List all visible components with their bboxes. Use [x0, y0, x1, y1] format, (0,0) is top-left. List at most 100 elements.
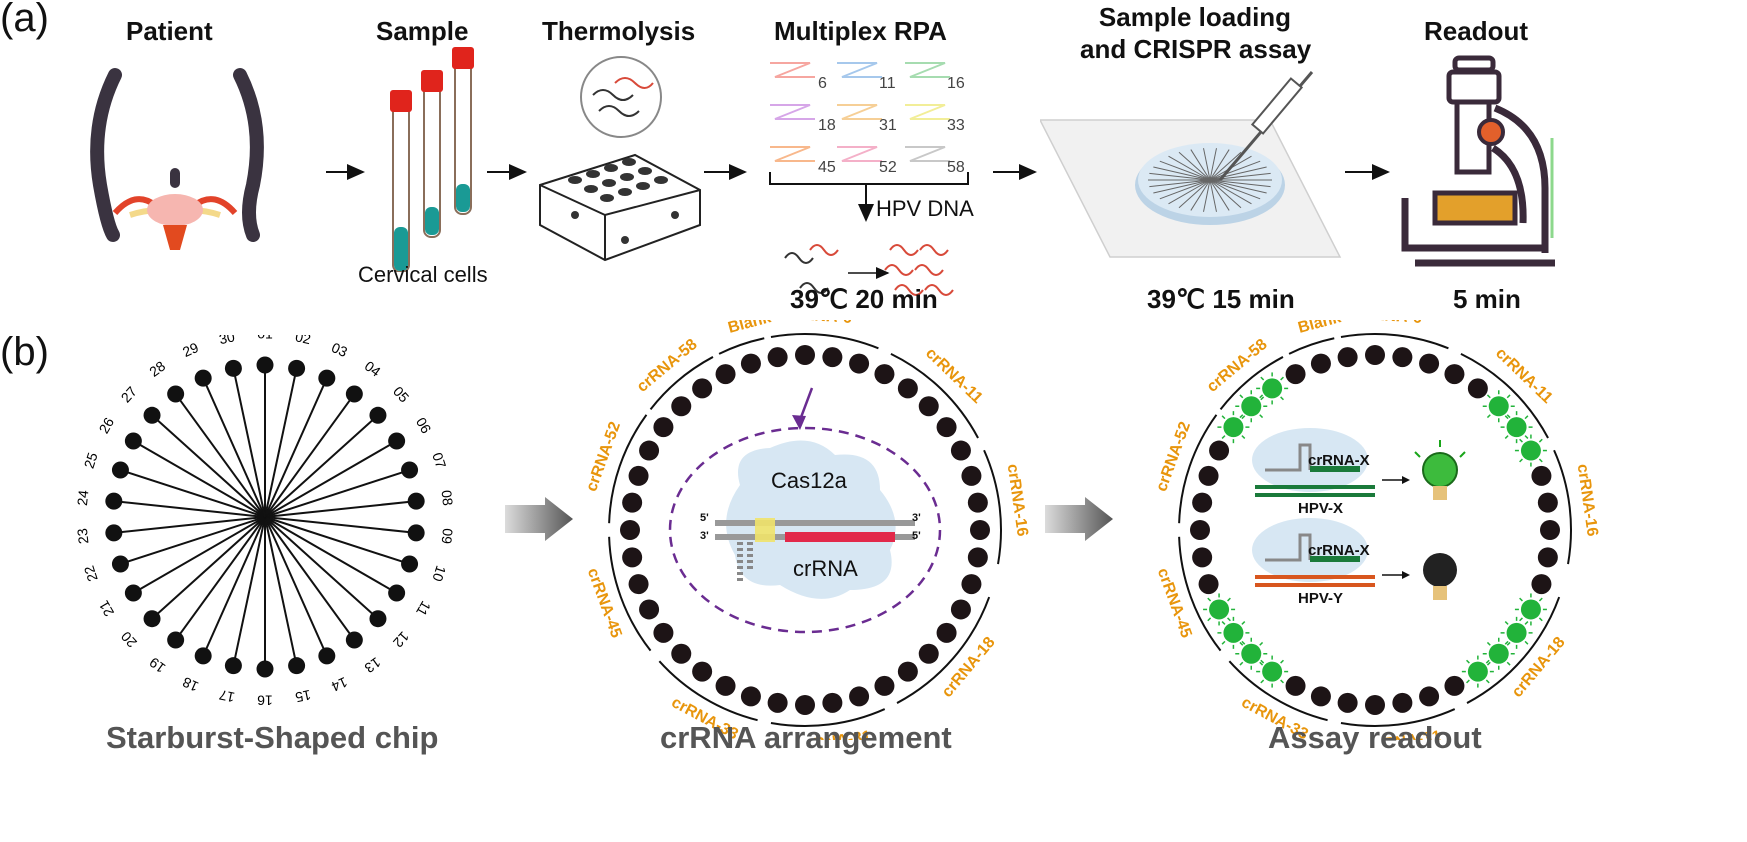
- group-arc: [649, 356, 714, 410]
- ring-well: [1209, 599, 1230, 620]
- step-loading-title-1: Sample loading: [1098, 2, 1292, 32]
- group-arc: [1219, 356, 1284, 410]
- arrangement-caption: crRNA arrangement: [660, 720, 952, 755]
- ring-well: [671, 643, 692, 664]
- ring-well: [1223, 417, 1244, 438]
- chip-well-number: 16: [257, 692, 273, 708]
- group-label: crRNA-18: [939, 634, 999, 701]
- group-label: Blank: [1296, 320, 1343, 337]
- group-label: crRNA-6: [787, 320, 852, 327]
- glow-ray: [1260, 396, 1265, 401]
- ring-well: [1531, 574, 1552, 595]
- chip-well: [407, 524, 425, 542]
- ring-well: [1531, 465, 1552, 486]
- glow-ray: [1519, 597, 1523, 602]
- glow-ray: [1239, 394, 1244, 399]
- ring-well: [950, 440, 971, 461]
- glow-ray: [1504, 621, 1509, 625]
- group-label: crRNA-6: [1357, 320, 1422, 327]
- chip-well: [224, 657, 242, 675]
- group-arc: [896, 596, 991, 704]
- chip-channel: [232, 368, 266, 518]
- ring-well: [653, 417, 674, 438]
- ring-well: [1444, 675, 1465, 696]
- glow-ray: [1227, 597, 1231, 602]
- chip-well: [388, 584, 406, 602]
- ring-well: [1537, 492, 1558, 513]
- ring-well: [1262, 378, 1283, 399]
- chip-channel: [264, 516, 398, 594]
- dna-amplification: [784, 244, 954, 296]
- glow-ray: [1519, 458, 1523, 463]
- chip-well-number: 15: [294, 687, 313, 706]
- chip-well-number: 02: [294, 335, 313, 347]
- ring-well: [1506, 417, 1527, 438]
- chip-channel: [151, 414, 266, 518]
- glow-ray: [1538, 458, 1543, 463]
- ring-well: [967, 492, 988, 513]
- rpa-type-11: 11: [879, 75, 896, 92]
- chip-channel: [151, 516, 266, 620]
- group-arc: [1340, 333, 1449, 350]
- ring-well: [1241, 643, 1262, 664]
- rpa-type-45: 45: [818, 159, 836, 176]
- group-label: crRNA-52: [1153, 419, 1194, 493]
- chip-well: [318, 369, 336, 387]
- rpa-type-33: 33: [947, 117, 965, 134]
- chip-well-number: 20: [117, 628, 139, 650]
- ring-well: [715, 675, 736, 696]
- ring-well: [874, 675, 895, 696]
- panel-b-label: (b): [0, 330, 49, 374]
- rpa-condition: 39℃ 20 min: [790, 284, 938, 314]
- chip-channel: [264, 377, 328, 518]
- chip-well-number: 04: [362, 358, 384, 380]
- group-arc: [1178, 536, 1222, 652]
- ring-well: [1419, 686, 1440, 707]
- group-label: crRNA-16: [1574, 463, 1600, 538]
- chip-well: [194, 369, 212, 387]
- cas12a-label: Cas12a: [771, 468, 847, 493]
- rpa-type-52: 52: [879, 159, 897, 176]
- chip-channel: [202, 516, 266, 657]
- chip-channel: [264, 516, 356, 641]
- glow-ray: [1239, 661, 1244, 666]
- ring-well: [639, 599, 660, 620]
- ring-well: [1241, 396, 1262, 417]
- chip-channel: [232, 516, 266, 666]
- chip-well-number: 25: [81, 450, 101, 470]
- chip-well-number: 27: [118, 383, 140, 405]
- chip-channel: [264, 440, 398, 518]
- chip-well: [111, 461, 129, 479]
- ring-well: [918, 643, 939, 664]
- cervical-cells-label: Cervical cells: [358, 262, 488, 287]
- ring-well: [1520, 440, 1541, 461]
- chip-well: [224, 359, 242, 377]
- glow-ray: [1221, 415, 1226, 420]
- glow-ray: [1519, 617, 1523, 622]
- group-arc: [1340, 708, 1456, 727]
- group-arc: [890, 352, 979, 439]
- readout-caption: Assay readout: [1268, 720, 1482, 755]
- chip-channel: [264, 516, 379, 620]
- glow-ray: [1519, 438, 1523, 443]
- chip-well: [124, 432, 142, 450]
- chip-well-number: 28: [146, 358, 168, 380]
- chip-channel: [113, 516, 266, 534]
- glow-ray: [1504, 435, 1509, 439]
- chip-well-number: 06: [413, 415, 435, 437]
- glow-ray: [1227, 617, 1231, 622]
- group-label: crRNA-31: [1367, 728, 1442, 740]
- chip-well-number: 23: [74, 527, 92, 544]
- ring-well: [1365, 695, 1385, 715]
- grey-arrow-2: [1045, 497, 1113, 541]
- glow-ray: [1260, 376, 1265, 381]
- glow-ray: [1524, 415, 1529, 420]
- ring-well: [874, 364, 895, 385]
- ring-well: [1392, 692, 1413, 713]
- group-label: crRNA-58: [634, 336, 701, 396]
- chip-well: [105, 524, 123, 542]
- microscope-illustration: [1401, 55, 1555, 267]
- glow-ray: [1280, 376, 1284, 381]
- ring-well: [1198, 465, 1219, 486]
